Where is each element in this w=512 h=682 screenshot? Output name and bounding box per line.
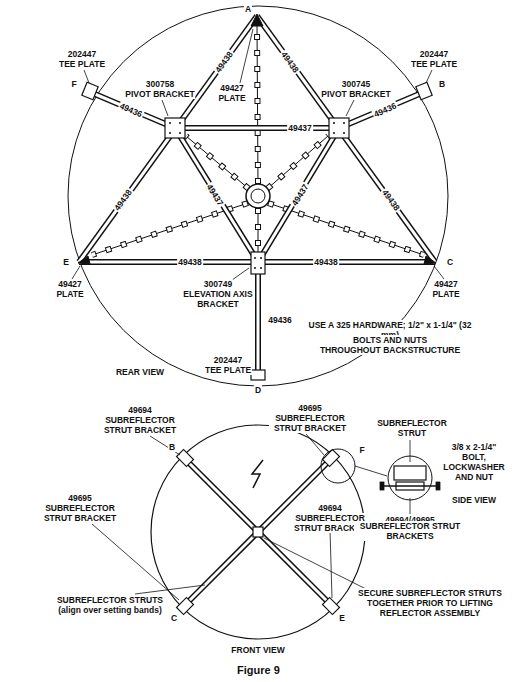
callout-text: PIVOT BRACKET <box>124 89 195 99</box>
callout-text: TEE PLATE <box>58 59 106 69</box>
callout-text: PLATE <box>431 289 460 299</box>
point-letter: B <box>168 442 176 452</box>
part-number: 300749 <box>203 279 233 289</box>
point-letter: E <box>62 257 70 267</box>
part-number: 49438 <box>177 257 203 267</box>
point-letter: C <box>170 613 178 623</box>
part-number: 3/8 x 2-1/4" BOLT, LOCKWASHER AND NUT <box>440 442 508 482</box>
part-number: 49694 <box>317 503 343 513</box>
callout-text: (align over setting bands) <box>57 605 162 615</box>
part-number: 49436 <box>267 315 293 325</box>
callout-text: TEE PLATE <box>204 365 252 375</box>
callout-text: THROUGHOUT BACKSTRUCTURE <box>319 345 461 355</box>
callout-text: SIDE VIEW <box>451 495 497 505</box>
part-number: 49438 <box>111 187 134 214</box>
part-number: 49437 <box>204 181 226 208</box>
point-letter: D <box>254 385 262 395</box>
part-number: 49427 <box>433 279 459 289</box>
callout-text: FRONT VIEW <box>230 645 285 655</box>
point-letter: B <box>438 79 446 89</box>
callout-text: BOLTS AND NUTS <box>352 335 428 345</box>
callout-text: ELEVATION AXIS <box>182 289 253 299</box>
callout-text: SUBREFLECTOR STRUTS <box>56 595 164 605</box>
part-number: 300745 <box>341 79 371 89</box>
callout-text: SUBREFLECTOR STRUT BRACKET <box>269 413 351 433</box>
callout-text: PLATE <box>217 93 246 103</box>
part-number: 49427 <box>57 279 83 289</box>
callout-text: SECURE SUBREFLECTOR STRUTS TOGETHER PRIO… <box>354 588 506 618</box>
part-number: 49438 <box>278 49 301 76</box>
figure-caption: Figure 9 <box>235 664 282 676</box>
part-number: 202447 <box>67 49 97 59</box>
part-number: 49695 <box>67 493 93 503</box>
callout-text: REAR VIEW <box>115 367 165 377</box>
part-number: 49437 <box>287 123 313 133</box>
point-letter: F <box>358 445 365 455</box>
point-letter: E <box>338 613 346 623</box>
part-number: 202447 <box>419 49 449 59</box>
part-number: 49436 <box>117 100 144 120</box>
part-number: 49436 <box>371 100 398 120</box>
callout-text: PLATE <box>55 289 84 299</box>
part-number: 49438 <box>379 187 402 214</box>
callout-text: TEE PLATE <box>410 59 458 69</box>
callout-text: PIVOT BRACKET <box>320 89 391 99</box>
part-number: 202447 <box>213 355 243 365</box>
part-number: 300758 <box>145 79 175 89</box>
callout-text: SUBREFLECTOR STRUT BRACKET <box>99 415 181 435</box>
part-number: 49437 <box>289 181 311 208</box>
part-number: 49438 <box>313 257 339 267</box>
part-number: 49694 <box>127 405 153 415</box>
callout-text: SUBREFLECTOR STRUT <box>371 418 453 438</box>
point-letter: C <box>446 257 454 267</box>
callout-text: BRACKET <box>196 299 240 309</box>
point-letter: A <box>244 4 252 14</box>
part-number: 49695 <box>297 403 323 413</box>
callout-text: SUBREFLECTOR STRUT BRACKETS <box>354 521 466 541</box>
part-number: 49427 <box>219 83 245 93</box>
callout-text: SUBREFLECTOR STRUT BRACKET <box>39 503 121 523</box>
point-letter: F <box>70 79 77 89</box>
part-number: 49438 <box>212 49 235 76</box>
